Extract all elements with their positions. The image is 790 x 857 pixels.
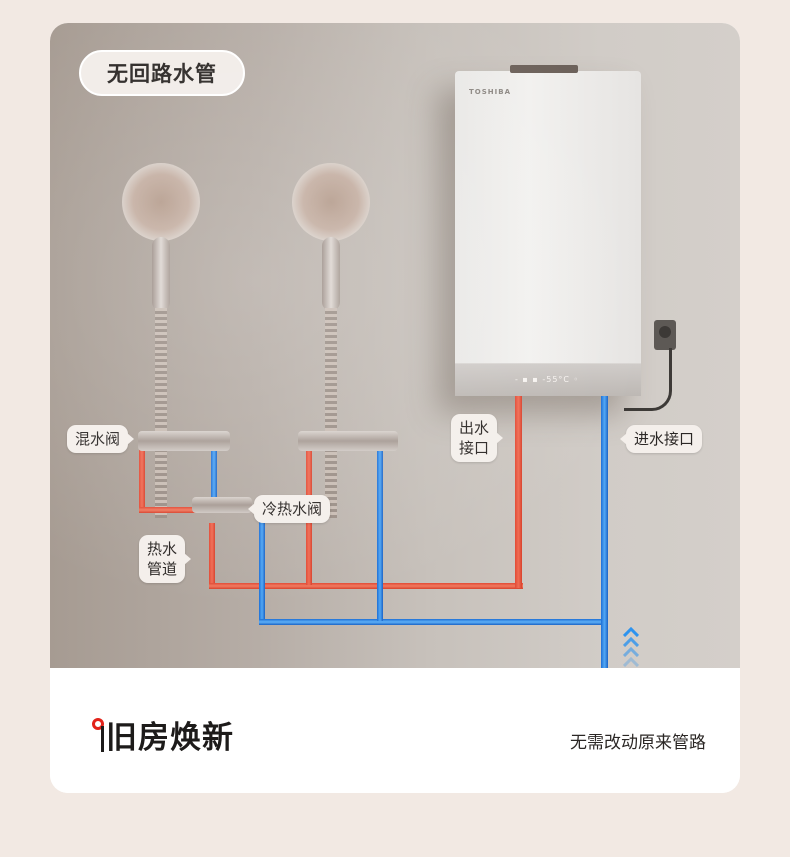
cold-pipe: [377, 445, 383, 621]
hot-pipe: [306, 445, 312, 585]
callout-hot-water-pipe-line2: 管道: [147, 560, 178, 578]
mixing-valve-right: [298, 431, 398, 451]
shower-head-right: [292, 163, 370, 518]
hot-pipe: [209, 523, 215, 589]
hot-cold-valve: [192, 497, 252, 513]
callout-outlet-port-line1: 出水: [459, 419, 490, 437]
chevron-up-icon: [623, 647, 639, 657]
shower-handle: [322, 237, 340, 311]
caption-title-text: 旧房焕新: [106, 720, 234, 756]
cold-pipe: [259, 515, 265, 625]
heater-control-panel: - ▪ ▪ -55°C ◦: [455, 363, 641, 396]
callout-inlet-port: 进水接口: [619, 425, 703, 453]
shower-hose: [155, 308, 167, 518]
hot-pipe: [209, 583, 523, 589]
callout-hot-water-pipe-line1: 热水: [147, 540, 178, 558]
chevron-up-icon: [623, 627, 639, 637]
red-ring-marker-icon: [92, 717, 104, 752]
cold-pipe: [211, 445, 217, 505]
callout-hot-cold-valve: 冷热水阀: [247, 495, 331, 523]
power-socket-icon: [654, 320, 676, 350]
water-heater: TOSHIBA - ▪ ▪ -55°C ◦: [455, 65, 641, 396]
hot-pipe-outlet: [515, 396, 522, 588]
installation-photo: 无回路水管 TOSHIBA - ▪ ▪ -55°C ◦: [50, 23, 740, 668]
power-cable: [624, 348, 672, 411]
cold-pipe-inlet: [601, 396, 608, 668]
callout-outlet-port: 出水 接口: [451, 414, 504, 462]
caption-title: 旧房焕新: [92, 712, 234, 757]
heater-display: - ▪ ▪ -55°C ◦: [515, 375, 580, 384]
shower-head-icon: [122, 163, 200, 241]
hot-pipe: [139, 445, 145, 513]
shower-handle: [152, 237, 170, 311]
cold-pipe: [259, 619, 607, 625]
callout-outlet-port-line2: 接口: [459, 439, 490, 457]
caption-subtitle: 无需改动原来管路: [570, 733, 706, 753]
chevron-up-icon: [623, 637, 639, 647]
feature-card: 无回路水管 TOSHIBA - ▪ ▪ -55°C ◦: [50, 23, 740, 793]
shower-hose: [325, 308, 337, 518]
chevron-up-icon: [623, 657, 639, 667]
mixing-valve-left: [138, 431, 230, 451]
callout-hot-water-pipe: 热水 管道: [139, 535, 192, 583]
shower-head-icon: [292, 163, 370, 241]
callout-mixing-valve: 混水阀: [67, 425, 135, 453]
heater-brand-logo: TOSHIBA: [469, 88, 511, 96]
heater-top-connector: [510, 65, 578, 73]
shower-head-left: [122, 163, 200, 518]
no-return-pipe-badge: 无回路水管: [79, 50, 245, 96]
caption-panel: 旧房焕新 无需改动原来管路: [50, 668, 740, 793]
hot-pipe: [139, 507, 199, 513]
